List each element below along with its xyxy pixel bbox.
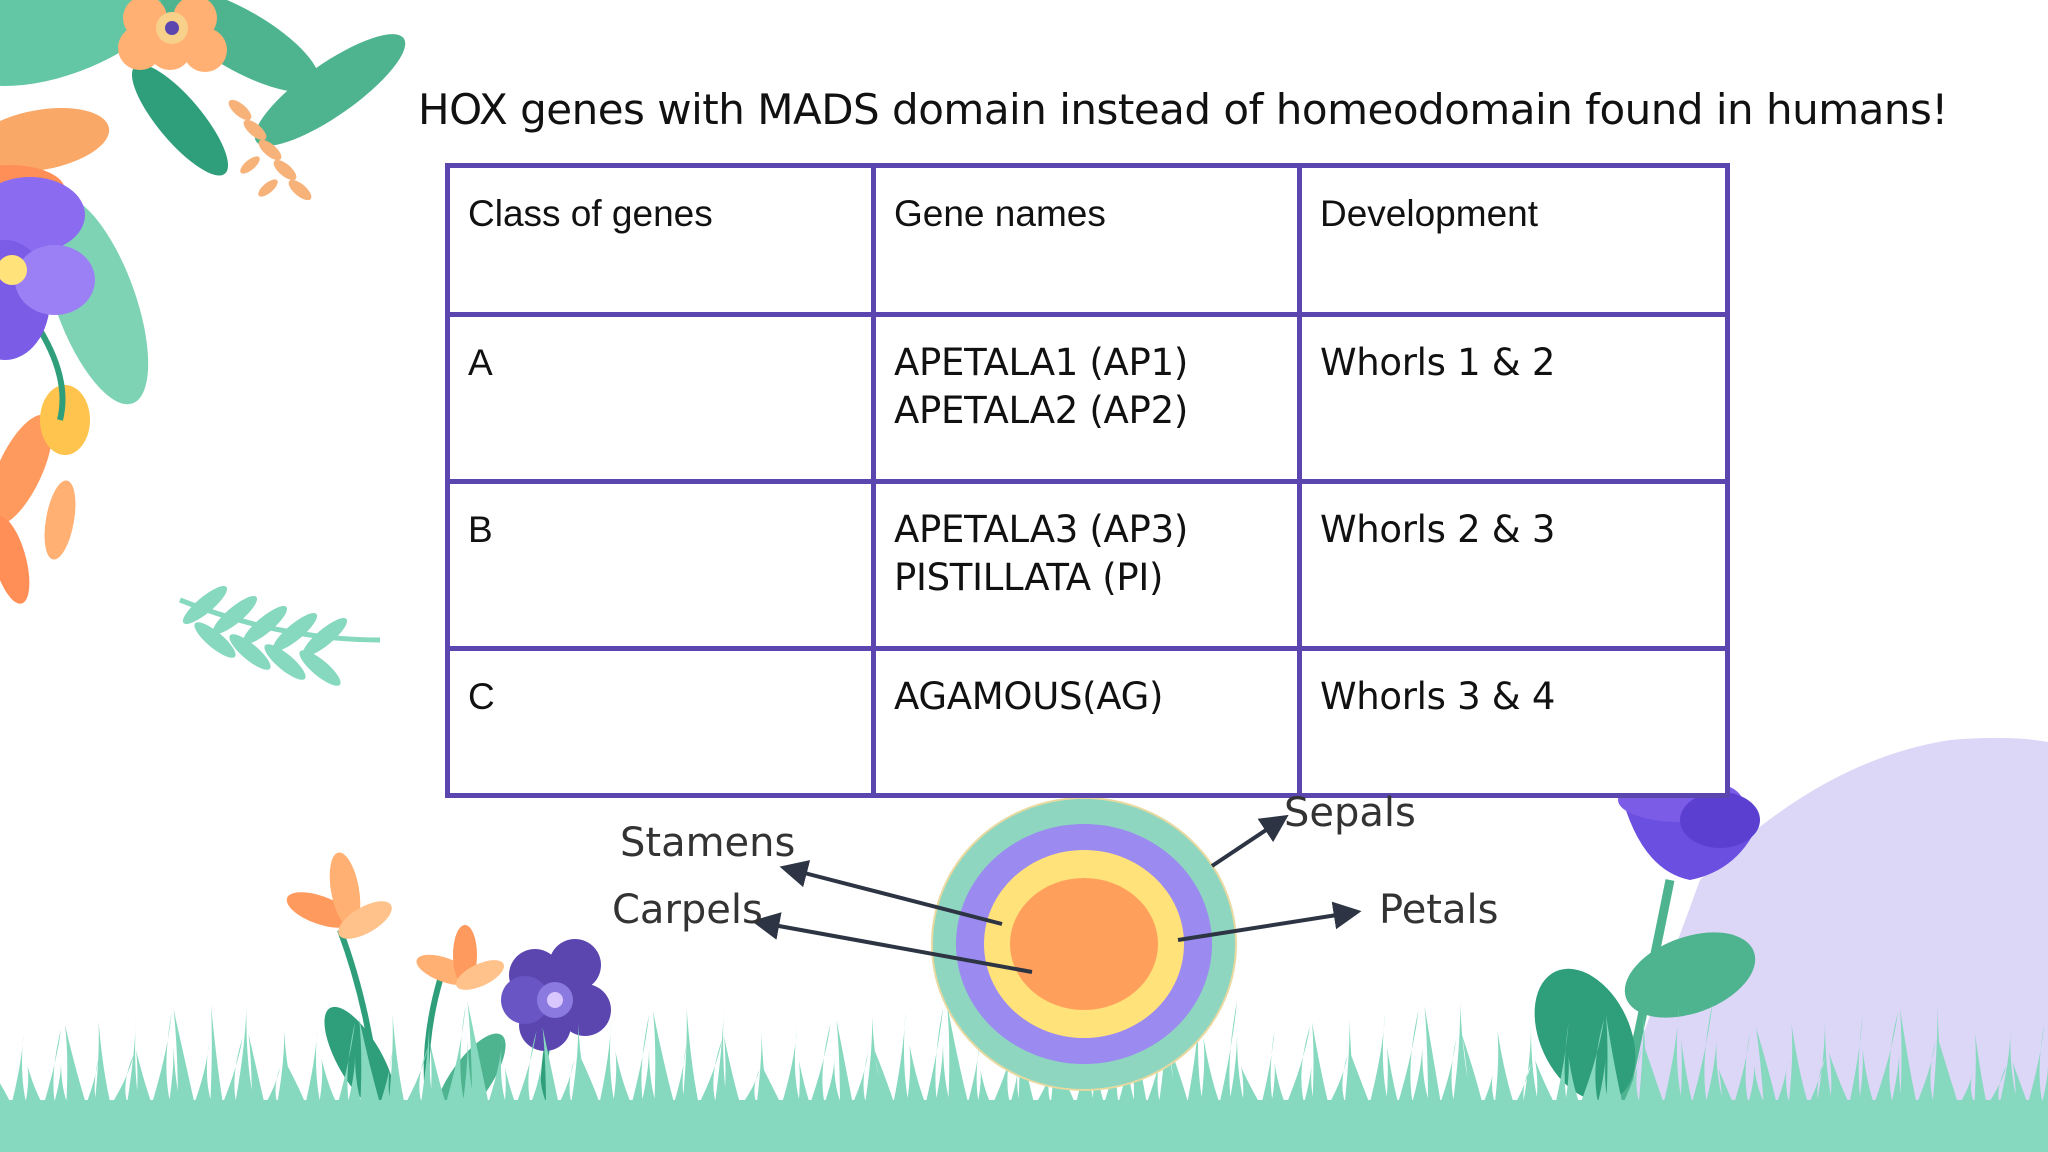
slide-title: HOX genes with MADS domain instead of ho…	[418, 85, 1948, 134]
petals-arrow	[1177, 901, 1362, 942]
cell-development: Whorls 1 & 2	[1297, 312, 1730, 484]
carpel-whorl	[1010, 878, 1158, 1010]
header-gene-names: Gene names	[871, 163, 1302, 317]
gene-name: PISTILLATA (PI)	[894, 556, 1164, 600]
table-header-row: Class of genes Gene names Development	[445, 163, 1730, 317]
orange-flower-icon	[118, 0, 227, 72]
header-class-of-genes: Class of genes	[445, 163, 876, 317]
cell-class: A	[445, 312, 876, 484]
gene-name: APETALA2 (AP2)	[894, 389, 1188, 433]
header-development: Development	[1297, 163, 1730, 317]
cell-gene-names: APETALA1 (AP1) APETALA2 (AP2)	[871, 312, 1302, 484]
gene-name: APETALA3 (AP3)	[894, 508, 1188, 551]
label-sepals: Sepals	[1284, 790, 1416, 836]
cell-development: Whorls 2 & 3	[1297, 479, 1730, 651]
grass-strip	[0, 1001, 2048, 1152]
cell-gene-names: AGAMOUS(AG)	[871, 646, 1302, 798]
stamens-arrow	[779, 860, 1003, 926]
gene-name: AGAMOUS(AG)	[894, 675, 1164, 718]
bellflower-icon	[1534, 778, 1760, 1121]
cell-class: B	[445, 479, 876, 651]
gene-class-table: Class of genes Gene names Development A …	[445, 163, 1730, 798]
flower-whorl-diagram	[931, 797, 1237, 1091]
diagram-arrows	[751, 814, 1362, 974]
cell-gene-names: APETALA3 (AP3) PISTILLATA (PI)	[871, 479, 1302, 651]
cell-development: Whorls 3 & 4	[1297, 646, 1730, 798]
table-row: B APETALA3 (AP3) PISTILLATA (PI) Whorls …	[445, 479, 1730, 651]
label-stamens: Stamens	[620, 820, 796, 866]
purple-flower-icon	[0, 177, 95, 360]
sepals-arrow	[1210, 814, 1289, 868]
carpels-arrow	[751, 912, 1033, 974]
gene-name: APETALA1 (AP1)	[894, 341, 1188, 384]
label-petals: Petals	[1379, 887, 1499, 933]
table-row: A APETALA1 (AP1) APETALA2 (AP2) Whorls 1…	[445, 312, 1730, 484]
top-left-foliage	[0, 0, 406, 604]
label-carpels: Carpels	[612, 887, 763, 933]
cell-class: C	[445, 646, 876, 798]
teal-sprig-icon	[179, 585, 381, 686]
lavender-hill	[1600, 737, 2048, 1152]
table-row: C AGAMOUS(AG) Whorls 3 & 4	[445, 646, 1730, 798]
